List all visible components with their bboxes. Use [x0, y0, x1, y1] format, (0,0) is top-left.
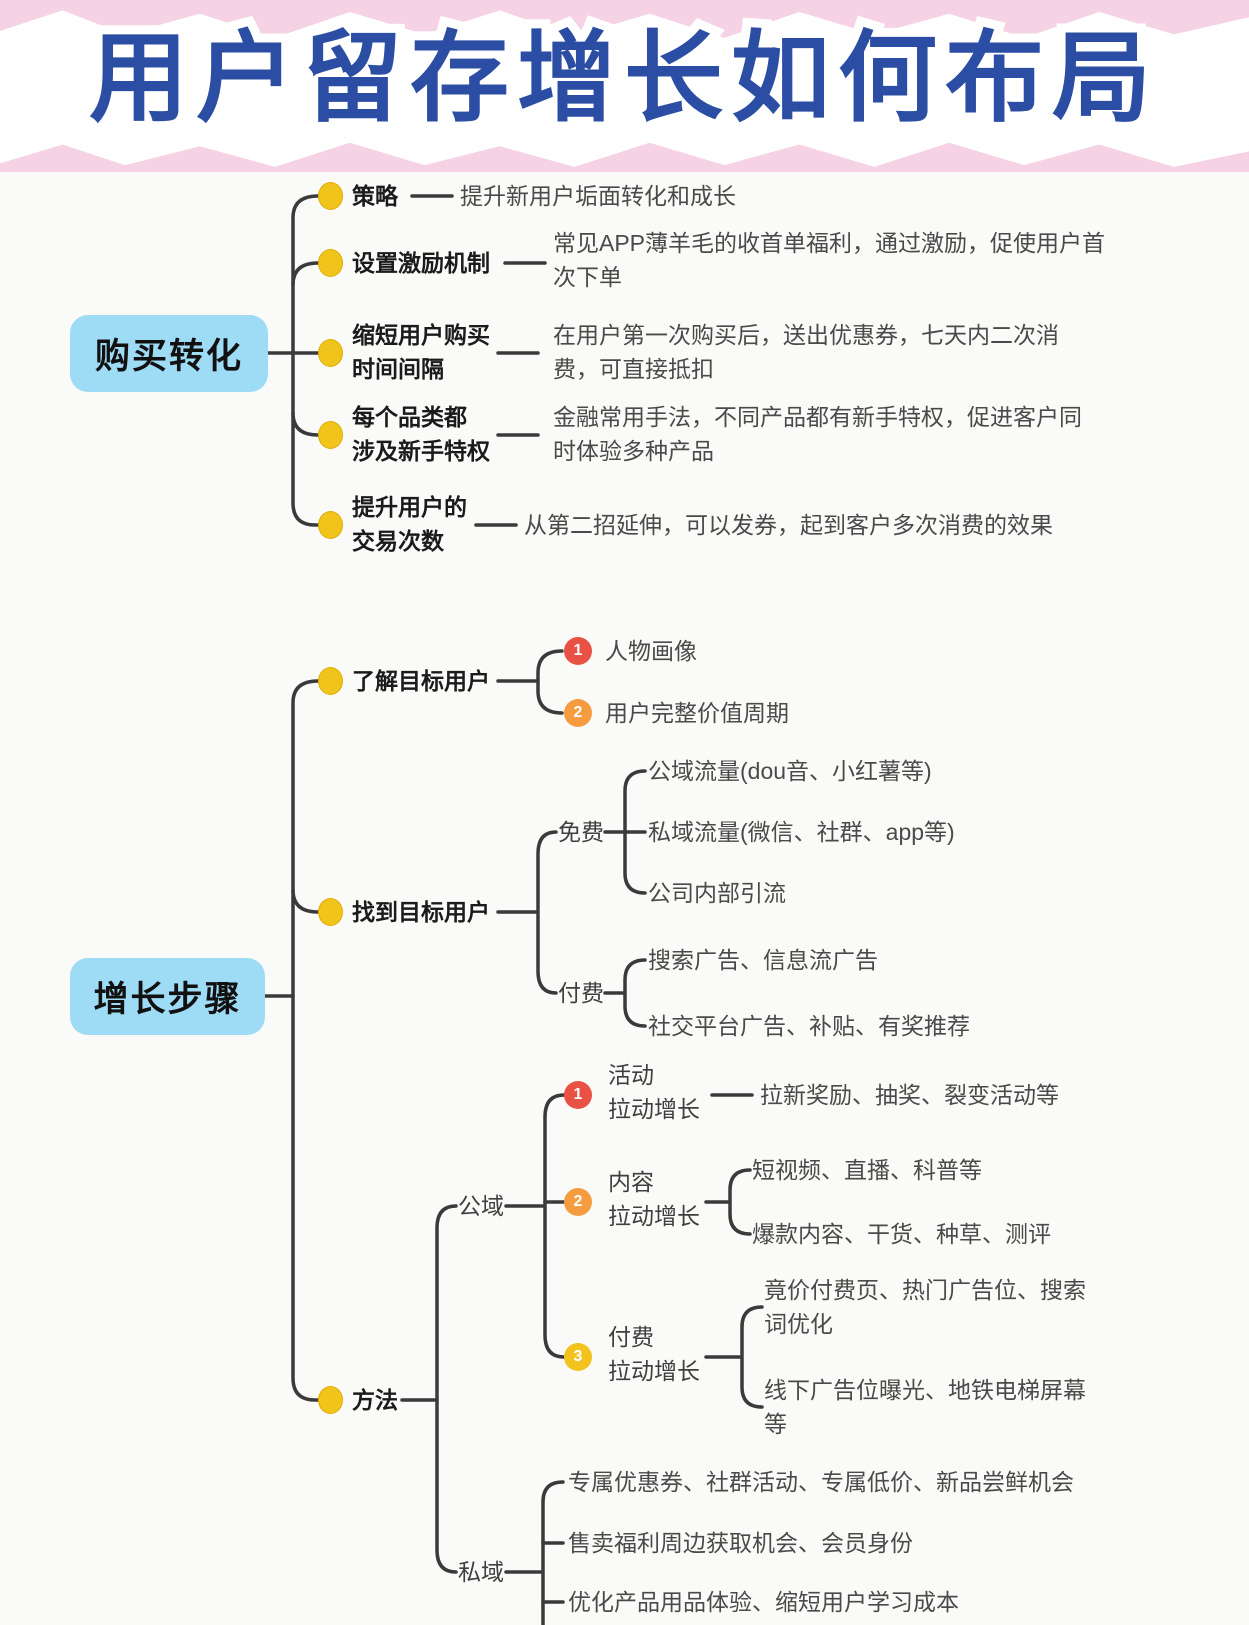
item-offline-ads-line1: 线下广告位曝光、地铁电梯屏幕: [764, 1377, 1086, 1403]
node-public-domain: 公域: [458, 1193, 504, 1219]
item-social-ads: 社交平台广告、补贴、有奖推荐: [648, 1013, 970, 1039]
node-private-domain: 私域: [458, 1559, 504, 1585]
item-value-cycle: 用户完整价值周期: [605, 700, 789, 726]
topic-growth-steps: 增长步骤: [70, 958, 265, 1035]
node-method: 方法: [352, 1387, 398, 1413]
badge-2-icon: 2: [564, 1188, 592, 1216]
node-strategy: 策略: [352, 183, 398, 209]
desc-shorten-line1: 在用户第一次购买后，送出优惠券，七天内二次消: [553, 322, 1059, 348]
bullet-icon: [318, 511, 343, 539]
node-category-privilege-line2: 涉及新手特权: [352, 438, 490, 464]
item-internal-referral: 公司内部引流: [648, 880, 786, 906]
node-paid-growth-line2: 拉动增长: [608, 1358, 700, 1384]
bullet-icon: [318, 249, 343, 277]
node-transaction-times-line2: 交易次数: [352, 528, 444, 554]
badge-1-icon: 1: [564, 637, 592, 665]
page-title: 用户留存增长如何布局: [89, 22, 1159, 133]
item-welfare-merch: 售卖福利周边获取机会、会员身份: [568, 1530, 913, 1556]
node-free: 免费: [558, 819, 604, 845]
item-optimize-experience: 优化产品用品体验、缩短用户学习成本: [568, 1589, 959, 1615]
node-category-privilege-line1: 每个品类都: [352, 404, 467, 430]
desc-shorten-line2: 费，可直接抵扣: [553, 356, 714, 382]
badge-1-icon: 1: [564, 1081, 592, 1109]
node-activity-growth-line2: 拉动增长: [608, 1096, 700, 1122]
node-paid-growth-line1: 付费: [608, 1324, 654, 1350]
node-activity-growth-line1: 活动: [608, 1062, 654, 1088]
node-incentive: 设置激励机制: [352, 250, 490, 276]
bullet-icon: [318, 182, 343, 210]
item-offline-ads-line2: 等: [764, 1411, 787, 1437]
desc-category-line2: 时体验多种产品: [553, 438, 714, 464]
item-exclusive-coupon: 专属优惠券、社群活动、专属低价、新品尝鲜机会: [568, 1469, 1074, 1495]
badge-2-icon: 2: [564, 699, 592, 727]
node-shorten-interval-line1: 缩短用户购买: [352, 322, 490, 348]
badge-3-icon: 3: [564, 1343, 592, 1371]
desc-strategy: 提升新用户垢面转化和成长: [460, 183, 736, 209]
bullet-icon: [318, 1386, 343, 1414]
topic-purchase-conversion: 购买转化: [70, 315, 268, 392]
item-bidding-ads-line1: 竟价付费页、热门广告位、搜索: [764, 1277, 1086, 1303]
item-persona: 人物画像: [605, 638, 697, 664]
header-banner: 用户留存增长如何布局: [0, 0, 1249, 172]
bullet-icon: [318, 421, 343, 449]
node-shorten-interval-line2: 时间间隔: [352, 356, 444, 382]
item-hot-content: 爆款内容、干货、种草、测评: [752, 1221, 1051, 1247]
bullet-icon: [318, 339, 343, 367]
torn-paper-decoration: [0, 10, 1249, 167]
node-content-growth-line2: 拉动增长: [608, 1203, 700, 1229]
item-private-traffic: 私域流量(微信、社群、app等): [648, 819, 955, 845]
item-search-ads: 搜索广告、信息流广告: [648, 947, 878, 973]
bullet-icon: [318, 667, 343, 695]
node-content-growth-line1: 内容: [608, 1169, 654, 1195]
item-short-video: 短视频、直播、科普等: [752, 1157, 982, 1183]
bullet-icon: [318, 898, 343, 926]
node-transaction-times-line1: 提升用户的: [352, 494, 467, 520]
item-public-traffic: 公域流量(dou音、小红薯等): [648, 758, 932, 784]
desc-category-line1: 金融常用手法，不同产品都有新手特权，促进客户同: [553, 404, 1082, 430]
desc-incentive-line1: 常见APP薄羊毛的收首单福利，通过激励，促使用户首: [553, 230, 1106, 256]
node-know-target-user: 了解目标用户: [352, 668, 490, 694]
desc-incentive-line2: 次下单: [553, 264, 622, 290]
desc-transaction: 从第二招延伸，可以发券，起到客户多次消费的效果: [524, 512, 1053, 538]
node-paid: 付费: [558, 980, 604, 1006]
desc-activity-growth: 拉新奖励、抽奖、裂变活动等: [760, 1082, 1059, 1108]
item-bidding-ads-line2: 词优化: [764, 1311, 833, 1337]
node-find-target-user: 找到目标用户: [352, 899, 490, 925]
